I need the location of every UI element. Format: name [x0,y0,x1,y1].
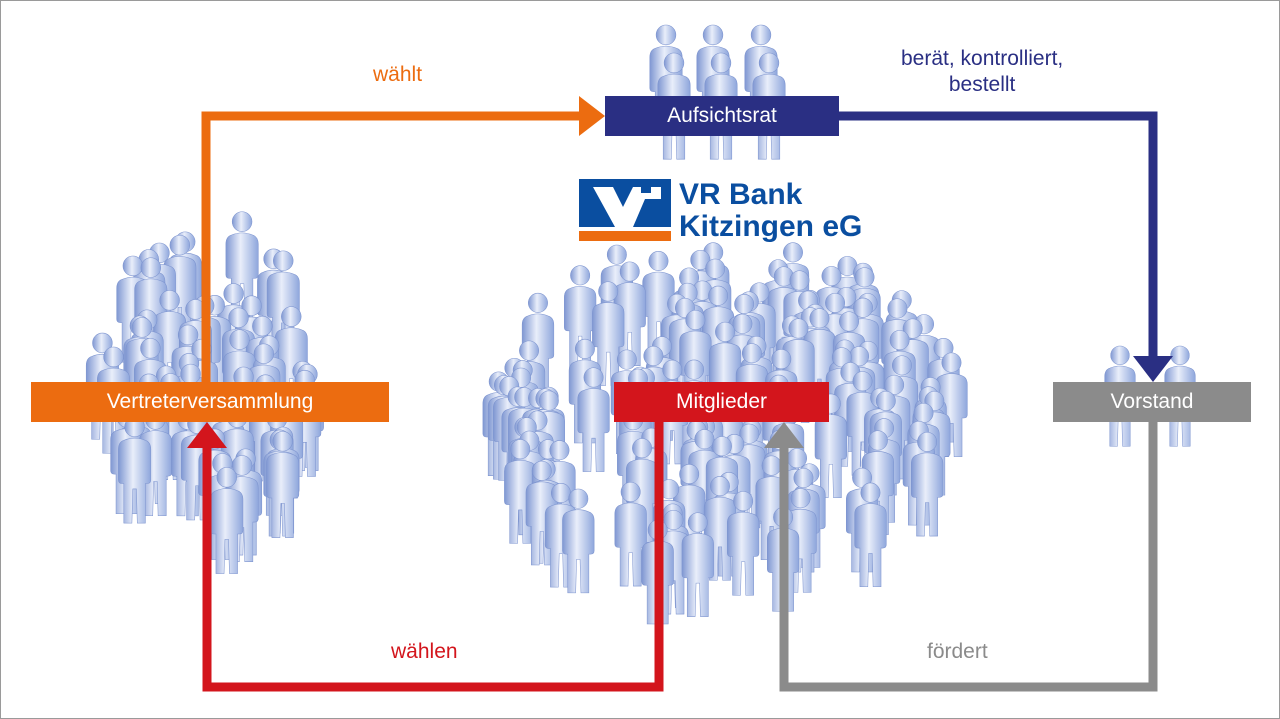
logo-line-2: Kitzingen eG [679,210,863,243]
vr-bank-logo-icon [579,179,671,241]
logo-line-1: VR Bank [679,178,803,211]
node-mitglieder-label: Mitglieder [675,390,768,413]
arrow-waehlt-arrowhead-icon [579,96,605,136]
arrow-foerdert-line [779,422,1158,692]
node-vertreterversammlung-label: Vertreterversammlung [106,390,314,413]
edge-label-beraet-line2: bestellt [948,73,1016,96]
edge-label-waehlt: wählt [373,63,423,86]
arrow-beraet-line [839,111,1158,357]
node-mitglieder: Mitglieder [614,382,829,422]
edge-label-beraet: berät, kontrolliert, bestellt [901,46,1063,98]
arrow-foerdert-arrowhead-icon [764,422,804,448]
edge-label-foerdert: fördert [927,640,988,663]
arrow-waehlen-line [202,422,664,692]
node-vertreterversammlung: Vertreterversammlung [31,382,389,422]
node-aufsichtsrat-label: Aufsichtsrat [667,104,777,127]
edge-label-waehlen: wählen [391,640,458,663]
node-aufsichtsrat: Aufsichtsrat [605,96,839,136]
arrow-waehlen-arrowhead-icon [187,422,227,448]
node-vorstand: Vorstand [1053,382,1251,422]
vr-bank-logo: VR Bank Kitzingen eG [579,179,879,245]
node-vorstand-label: Vorstand [1110,390,1194,413]
flow-arrows [187,96,1173,692]
arrow-waehlt-line [201,111,581,382]
edge-label-beraet-line1: berät, kontrolliert, [901,47,1064,70]
logo-wordmark: VR Bank Kitzingen eG [679,179,862,243]
arrow-beraet-arrowhead-icon [1133,356,1173,382]
